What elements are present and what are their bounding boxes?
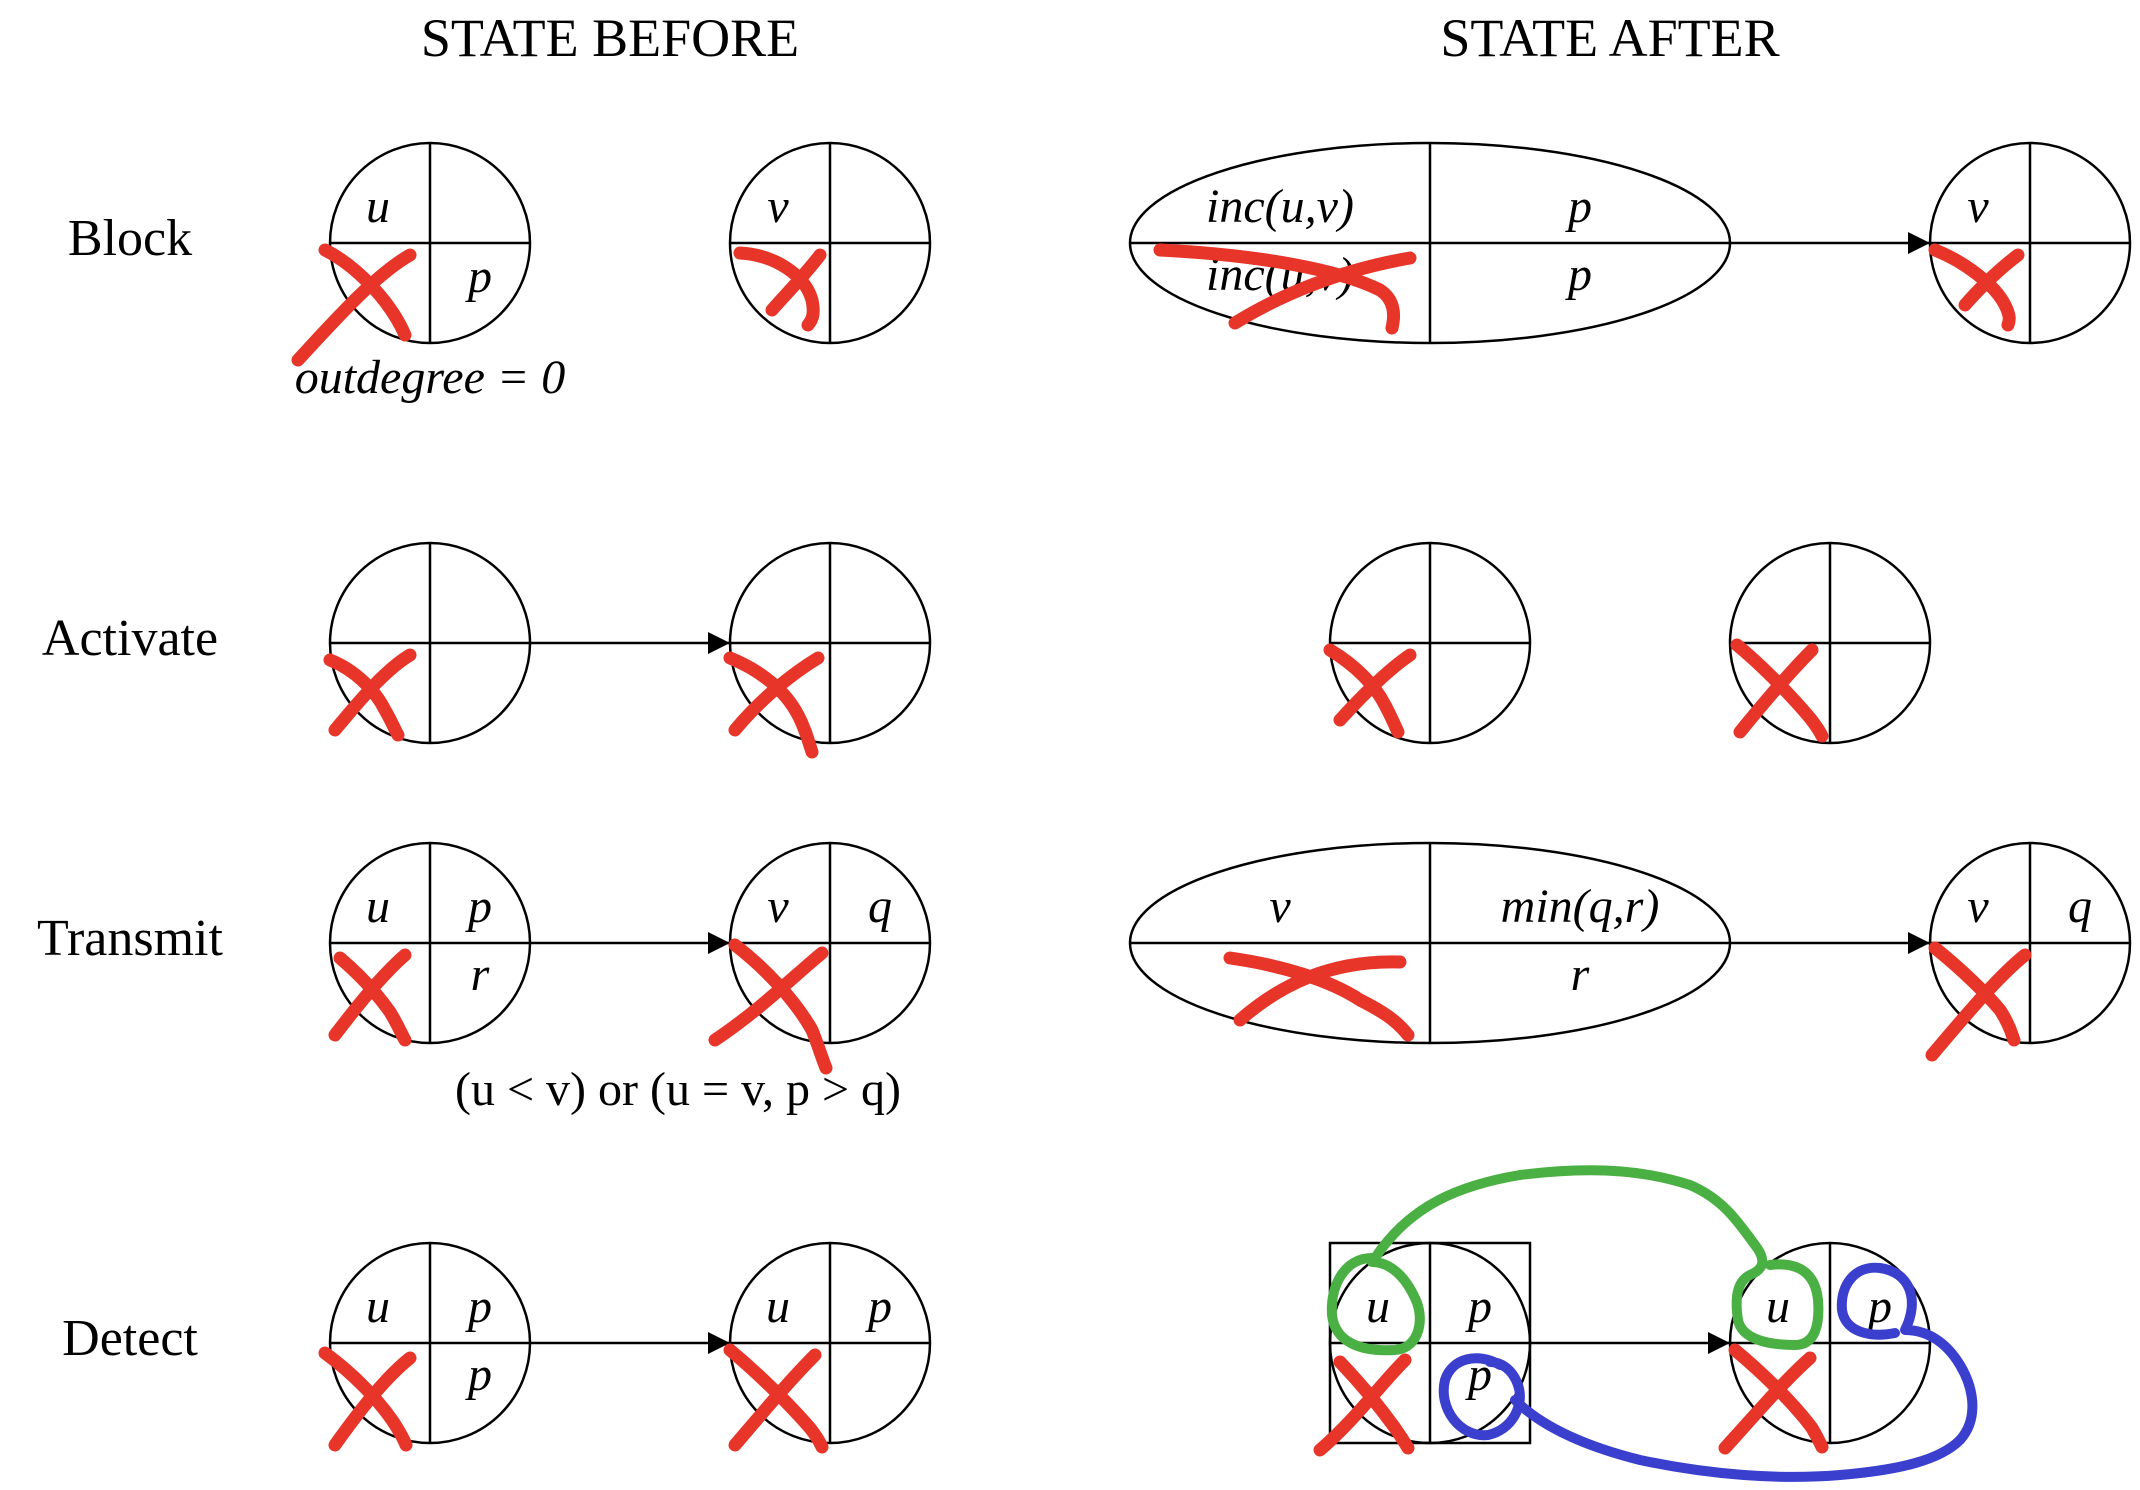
strike-mark bbox=[1153, 243, 1417, 335]
block-after-merged-node: inc(u,v) p inc(u,v) p bbox=[1128, 141, 1732, 345]
header-state-after: STATE AFTER bbox=[1440, 8, 1779, 68]
block-before-node-1-top-left: u bbox=[366, 180, 390, 233]
transmit-after-node: v q bbox=[1925, 841, 2132, 1062]
activate-after-node-2 bbox=[1728, 541, 1932, 745]
block-before-node-2: v bbox=[728, 141, 932, 345]
detect-after-node-1: u p p bbox=[1313, 1241, 1532, 1457]
transmit-after-merged-top-right: min(q,r) bbox=[1501, 880, 1660, 933]
transmit-after-merged-node: v min(q,r) r bbox=[1128, 841, 1732, 1045]
transmit-before-node-2-top-left: v bbox=[767, 880, 789, 933]
block-after-merged-top-left: inc(u,v) bbox=[1206, 180, 1354, 233]
strike-mark bbox=[1925, 941, 2032, 1062]
transmit-after-node-top-right: q bbox=[2068, 880, 2092, 933]
detect-before-node-1-top-right: p bbox=[465, 1280, 492, 1333]
detect-before-node-1-top-left: u bbox=[366, 1280, 390, 1333]
strike-mark bbox=[733, 246, 827, 332]
detect-after-node-1-top-left: u bbox=[1366, 1280, 1390, 1333]
block-after-merged-top-right: p bbox=[1565, 180, 1592, 233]
transmit-before-node-1: u p r bbox=[328, 841, 532, 1047]
detect-after-node-2-top-left: u bbox=[1766, 1280, 1790, 1333]
row-label-activate: Activate bbox=[42, 610, 218, 667]
transmit-before-node-1-top-right: p bbox=[465, 880, 492, 933]
strike-mark bbox=[1718, 1343, 1829, 1455]
strike-mark bbox=[328, 948, 412, 1047]
transmit-condition: (u < v) or (u = v, p > q) bbox=[455, 1063, 901, 1116]
block-after-node-top-left: v bbox=[1967, 180, 1989, 233]
strike-mark bbox=[1730, 638, 1829, 743]
transmit-after-merged-top-left: v bbox=[1269, 880, 1291, 933]
block-condition: outdegree = 0 bbox=[295, 351, 566, 404]
detect-before-node-2-top-right: p bbox=[865, 1280, 892, 1333]
activate-before-node-1 bbox=[323, 541, 532, 745]
transmit-before-node-1-bottom-right: r bbox=[471, 948, 490, 1001]
detect-after-node-1-top-right: p bbox=[1465, 1280, 1492, 1333]
transmit-after-merged-bottom-right: r bbox=[1571, 948, 1590, 1001]
block-before-node-1: u p bbox=[291, 141, 532, 367]
block-before-node-1-bottom-right: p bbox=[465, 250, 492, 303]
detect-before-node-2: u p bbox=[723, 1241, 932, 1454]
strike-mark bbox=[318, 1346, 417, 1452]
row-label-transmit: Transmit bbox=[37, 910, 223, 967]
strike-mark bbox=[291, 243, 417, 367]
strike-mark bbox=[1313, 1353, 1415, 1457]
block-before-node-2-top-left: v bbox=[767, 180, 789, 233]
activate-before-node-2 bbox=[723, 541, 932, 759]
header-state-before: STATE BEFORE bbox=[421, 8, 799, 68]
block-after-node: v bbox=[1928, 141, 2132, 345]
strike-mark bbox=[323, 648, 417, 742]
transmit-before-node-1-top-left: u bbox=[366, 880, 390, 933]
detect-before-node-2-top-left: u bbox=[766, 1280, 790, 1333]
strike-mark bbox=[1223, 951, 1415, 1042]
strike-mark bbox=[708, 938, 833, 1075]
detect-before-node-1: u p p bbox=[318, 1241, 532, 1452]
activate-after-node-1 bbox=[1323, 541, 1532, 745]
row-label-block: Block bbox=[68, 210, 192, 267]
blue-link-p-to-p bbox=[1438, 1262, 1978, 1482]
detect-after-node-2-top-right: p bbox=[1865, 1280, 1892, 1333]
transmit-before-node-2-top-right: q bbox=[868, 880, 892, 933]
transmit-before-node-2: v q bbox=[708, 841, 932, 1075]
block-after-merged-bottom-right: p bbox=[1565, 248, 1592, 301]
transmit-after-node-top-left: v bbox=[1967, 880, 1989, 933]
detect-before-node-1-bottom-right: p bbox=[465, 1348, 492, 1401]
strike-mark bbox=[723, 1343, 829, 1454]
strike-mark bbox=[1323, 643, 1417, 739]
row-label-detect: Detect bbox=[62, 1310, 198, 1367]
strike-mark bbox=[1928, 243, 2025, 332]
green-link-u-to-u bbox=[1326, 1165, 1824, 1356]
strike-mark bbox=[723, 651, 825, 759]
